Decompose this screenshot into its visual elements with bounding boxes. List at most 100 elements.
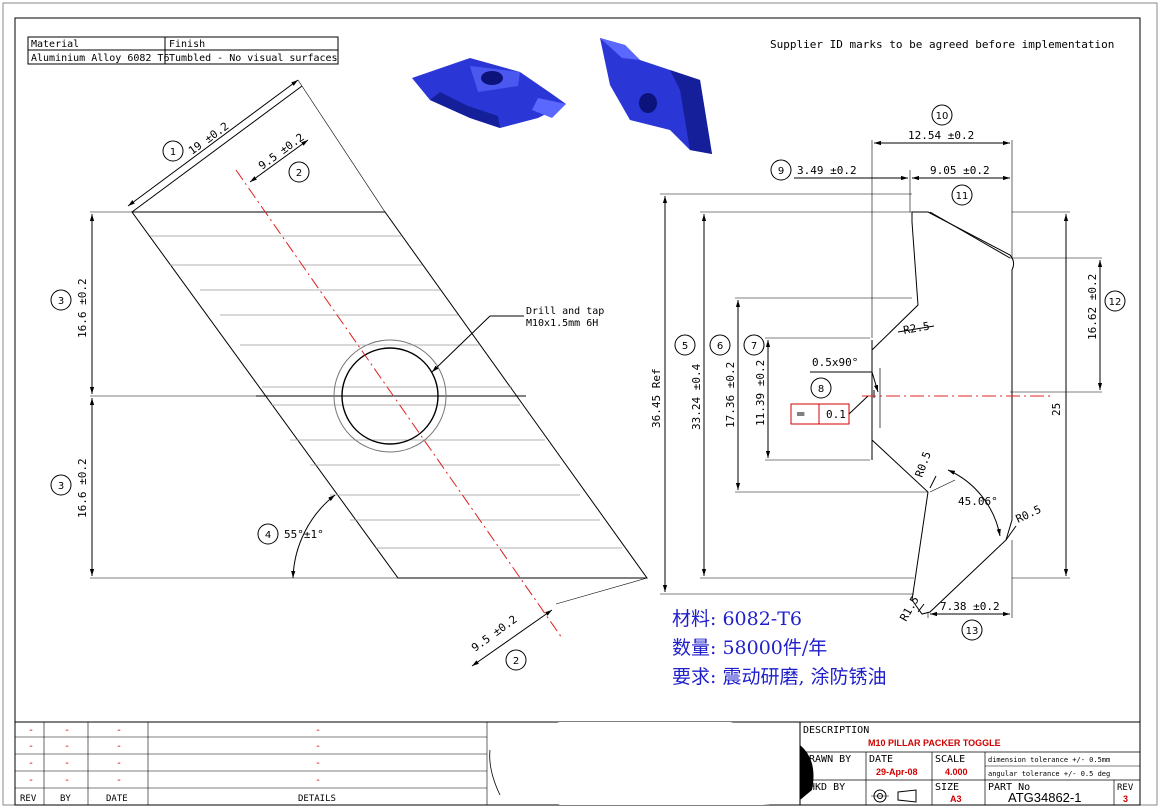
balloon-2-bottom: 2 — [505, 649, 527, 671]
svg-text:-: - — [64, 775, 70, 786]
chamfer-text: 0.5x90° — [812, 356, 858, 369]
svg-text:4: 4 — [265, 530, 271, 541]
svg-text:-: - — [28, 758, 34, 769]
balloon-3-lower: 3 — [50, 474, 72, 496]
svg-text:5: 5 — [682, 341, 688, 352]
svg-text:-: - — [28, 775, 34, 786]
symmetry-icon: ═ — [796, 407, 805, 421]
svg-text:6: 6 — [717, 341, 723, 352]
date-label: DATE — [869, 754, 893, 765]
dim-3-lower-text: 16.6 ±0.2 — [76, 458, 89, 518]
size-label: SIZE — [935, 782, 959, 793]
right-view: 36.45 Ref 33.24 ±0.4 17.36 ±0.2 11.39 ±0… — [650, 129, 1103, 624]
svg-text:10: 10 — [936, 111, 949, 122]
dim-10-text: 12.54 ±0.2 — [908, 129, 974, 142]
svg-text:8: 8 — [818, 384, 824, 395]
note-quantity: 数量: 58000件/年 — [672, 637, 827, 659]
note-requirement: 要求: 震动研磨, 涂防锈油 — [672, 666, 887, 688]
angle-text: 45.06° — [958, 495, 998, 508]
balloon-2-top: 2 — [288, 161, 310, 183]
svg-text:REV: REV — [20, 794, 37, 804]
dim-12-text: 16.62 ±0.2 — [1086, 274, 1099, 340]
finish-value: Tumbled - No visual surfaces — [169, 53, 338, 64]
revision-table: - - - - - - - - - - - - - - - - REV BY D… — [15, 721, 1140, 805]
left-view: Drill and tap M10x1.5mm 6H 19 ±0.2 9.5 ±… — [76, 79, 648, 667]
balloons: 1 2 2 3 3 4 5 6 7 8 9 10 11 12 13 — [50, 104, 1126, 671]
scale-value: 4.000 — [945, 767, 968, 777]
material-label: Material — [31, 39, 79, 50]
dim-1-text: 19 ±0.2 — [186, 120, 231, 158]
iso-model-2 — [600, 38, 712, 154]
balloon-7: 7 — [743, 334, 765, 356]
dim-4-text: 55°±1° — [284, 528, 324, 541]
svg-text:2: 2 — [513, 656, 519, 667]
dim-2-bottom-text: 9.5 ±0.2 — [469, 613, 520, 655]
material-finish-block: Material Aluminium Alloy 6082 T6 Finish … — [27, 36, 339, 65]
svg-text:13: 13 — [966, 626, 979, 637]
svg-text:DETAILS: DETAILS — [298, 794, 336, 804]
svg-text:BY: BY — [60, 794, 71, 804]
dim-7-text: 11.39 ±0.2 — [754, 360, 767, 426]
r0-5-a-text: R0.5 — [913, 450, 934, 479]
svg-text:2: 2 — [296, 168, 302, 179]
drill-note-line1: Drill and tap — [526, 306, 604, 317]
description-label: DESCRIPTION — [803, 725, 869, 736]
chkd-by-label: CHKD BY — [803, 782, 845, 793]
svg-text:7: 7 — [751, 341, 757, 352]
material-value: Aluminium Alloy 6082 T6 — [31, 53, 169, 64]
svg-text:-: - — [116, 741, 122, 752]
dim-ref-text: 36.45 Ref — [650, 368, 663, 428]
supplier-note: Supplier ID marks to be agreed before im… — [770, 38, 1114, 51]
svg-text:-: - — [116, 758, 122, 769]
drawn-by-label: DRAWN BY — [803, 754, 851, 765]
iso-model-1 — [412, 58, 566, 128]
svg-text:3: 3 — [58, 296, 64, 307]
svg-text:3: 3 — [58, 481, 64, 492]
balloon-10: 10 — [931, 104, 953, 126]
balloon-6: 6 — [709, 334, 731, 356]
tolerance-value: 0.1 — [826, 408, 846, 421]
projection-icon — [871, 789, 917, 803]
svg-text:-: - — [116, 775, 122, 786]
svg-text:-: - — [64, 741, 70, 752]
note-material: 材料: 6082-T6 — [672, 608, 802, 630]
balloon-1: 1 — [162, 140, 184, 162]
svg-text:-: - — [64, 725, 70, 736]
balloon-4: 4 — [257, 523, 279, 545]
balloon-11: 11 — [951, 184, 973, 206]
tolerance-note-1: dimension tolerance +/- 0.5mm — [988, 756, 1110, 764]
r0-5-b-text: R0.5 — [1014, 503, 1044, 526]
dim-9-text: 3.49 ±0.2 — [797, 164, 857, 177]
svg-text:9: 9 — [778, 166, 784, 177]
svg-text:DATE: DATE — [106, 794, 128, 804]
title-block: DESCRIPTION M10 PILLAR PACKER TOGGLE DRA… — [799, 722, 1140, 805]
part-no-value: ATG34862-1 — [1008, 790, 1081, 805]
svg-text:-: - — [28, 725, 34, 736]
rev-value: 3 — [1123, 794, 1128, 804]
dim-5-text: 33.24 ±0.4 — [690, 363, 703, 430]
dim-13-text: 7.38 ±0.2 — [940, 600, 1000, 613]
tolerance-note-2: angular tolerance +/- 0.5 deg — [988, 770, 1110, 778]
svg-text:-: - — [116, 725, 122, 736]
svg-text:-: - — [315, 725, 321, 736]
dim-6-text: 17.36 ±0.2 — [724, 362, 737, 428]
svg-text:-: - — [315, 741, 321, 752]
svg-text:-: - — [315, 758, 321, 769]
description-value: M10 PILLAR PACKER TOGGLE — [868, 738, 1001, 748]
r2-5-text: R2.5 — [902, 320, 930, 337]
balloon-3-upper: 3 — [50, 289, 72, 311]
svg-text:-: - — [315, 775, 321, 786]
svg-text:-: - — [64, 758, 70, 769]
balloon-5: 5 — [674, 334, 696, 356]
svg-text:-: - — [28, 741, 34, 752]
date-value: 29-Apr-08 — [876, 767, 918, 777]
balloon-12: 12 — [1104, 290, 1126, 312]
balloon-13: 13 — [961, 619, 983, 641]
dim-11-text: 9.05 ±0.2 — [930, 164, 990, 177]
dim-25-text: 25 — [1050, 403, 1063, 416]
balloon-9: 9 — [770, 159, 792, 181]
balloon-8: 8 — [810, 377, 832, 399]
dim-3-upper-text: 16.6 ±0.2 — [76, 278, 89, 338]
